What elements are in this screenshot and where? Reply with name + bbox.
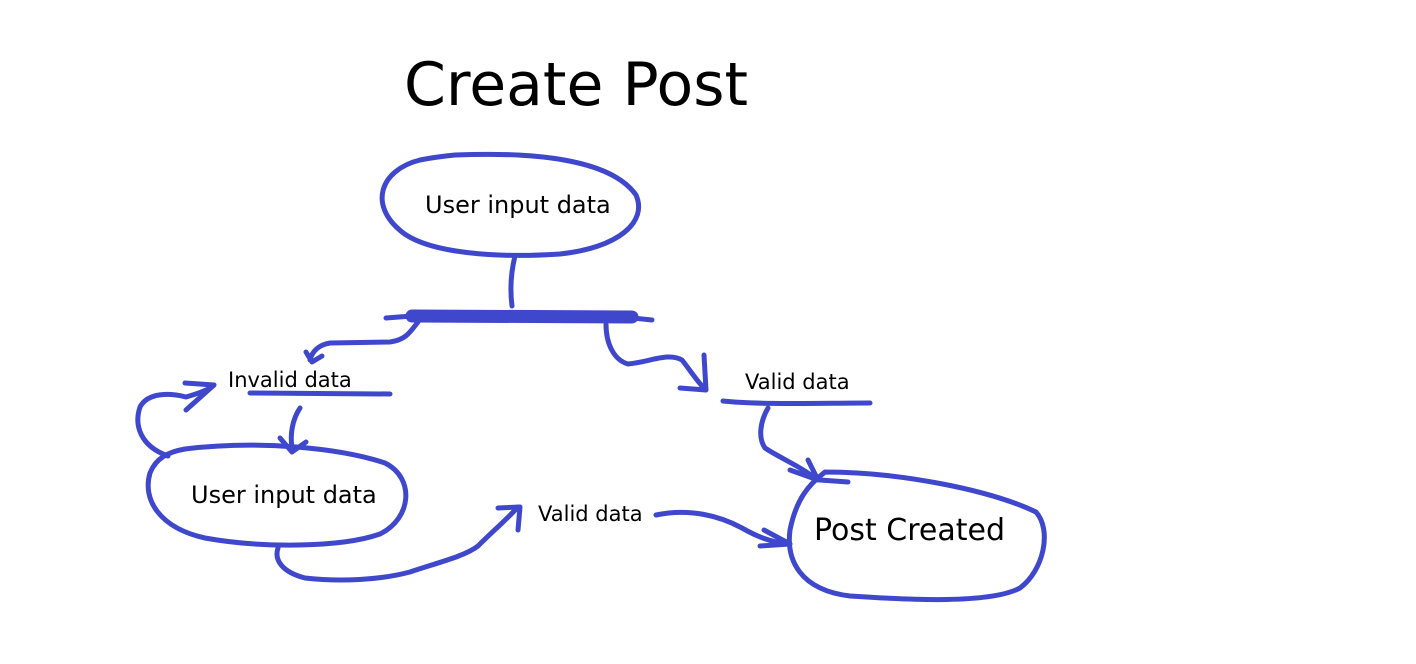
node-right-top-mark <box>817 477 851 485</box>
valid-right-to-post-path <box>758 405 818 481</box>
loop-arrowhead <box>182 380 217 413</box>
branch-right-path <box>603 321 707 391</box>
fork-bar <box>405 309 639 324</box>
invalid-underline <box>247 390 393 397</box>
fork-bar-extension <box>383 313 655 323</box>
diagram-title: Create Post <box>404 50 748 120</box>
node-right-outline <box>786 469 1047 603</box>
connector-top-to-fork <box>508 253 518 309</box>
edge-invalid-label: Invalid data <box>228 368 352 392</box>
valid-right-underline <box>720 398 873 406</box>
node-right-label: Post Created <box>814 513 1006 548</box>
branch-left-path <box>307 319 421 363</box>
branch-left-arrowhead <box>303 349 325 365</box>
node-left-label: User input data <box>191 481 377 509</box>
node-top-outline <box>379 151 642 258</box>
node-left-outline <box>145 442 409 548</box>
left-to-valid-path <box>274 504 521 583</box>
branch-right-arrowhead <box>677 352 709 393</box>
node-top-label: User input data <box>425 191 611 219</box>
left-to-valid-arrowhead <box>495 504 523 533</box>
invalid-to-left-node-path <box>288 405 303 451</box>
edge-valid-bottom-label: Valid data <box>538 502 643 526</box>
edge-valid-right-label: Valid data <box>745 370 850 394</box>
valid-bottom-to-post-path <box>653 509 791 547</box>
loop-path <box>135 382 217 459</box>
